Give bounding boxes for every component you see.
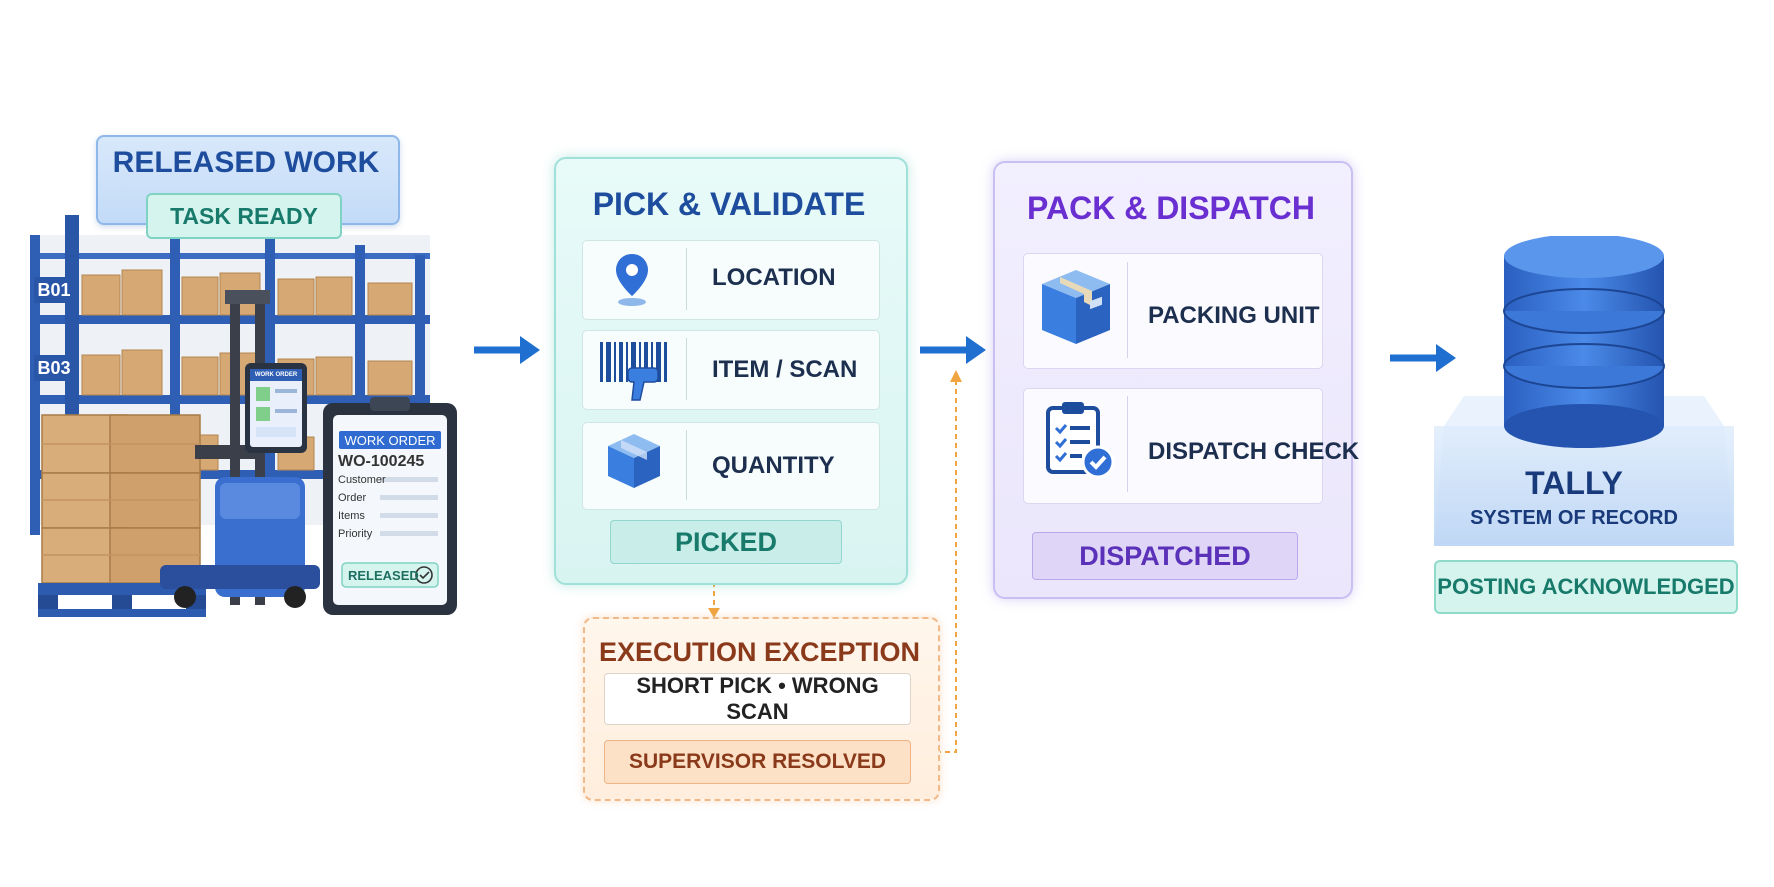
released-work-title: RELEASED WORK xyxy=(112,146,380,179)
wo-field-customer: Customer xyxy=(338,474,386,486)
picked-badge: PICKED xyxy=(610,520,842,564)
box-icon xyxy=(608,434,660,488)
cardboard-boxes-icon xyxy=(41,414,201,584)
tally-subtitle: SYSTEM OF RECORD xyxy=(1470,506,1678,529)
pack-row-dispatch-check-label: DISPATCH CHECK xyxy=(1148,438,1360,465)
tally-database-icon xyxy=(1434,236,1734,546)
package-icon xyxy=(1042,270,1110,344)
exception-reasons: SHORT PICK • WRONG SCAN xyxy=(604,673,911,725)
rack-label-b03: B03 xyxy=(37,357,71,378)
wo-field-items: Items xyxy=(338,510,365,522)
flow-arrow-2 xyxy=(920,336,986,364)
work-order-clipboard-icon xyxy=(323,397,457,615)
pack-dispatch-panel xyxy=(993,161,1353,599)
rack-label-b01: B01 xyxy=(37,279,71,300)
wo-field-order: Order xyxy=(338,492,367,504)
wo-field-priority: Priority xyxy=(338,528,373,540)
pack-dispatch-title: PACK & DISPATCH xyxy=(1027,189,1315,226)
pick-row-item-scan-label: ITEM / SCAN xyxy=(712,356,858,383)
tally-title: TALLY xyxy=(1525,464,1623,501)
location-pin-icon xyxy=(616,254,648,306)
clipboard-header: WORK ORDER xyxy=(344,432,436,448)
flow-arrow-1 xyxy=(474,336,540,364)
supervisor-resolved-badge: SUPERVISOR RESOLVED xyxy=(604,740,911,784)
tablet-header: WORK ORDER xyxy=(254,372,298,378)
tablet-icon xyxy=(245,363,307,453)
work-order-status: RELEASED xyxy=(348,568,419,583)
exception-connector xyxy=(708,370,962,753)
warehouse-illustration xyxy=(30,215,457,617)
pack-row-packing-unit-label: PACKING UNIT xyxy=(1148,302,1320,329)
execution-exception-title: EXECUTION EXCEPTION xyxy=(598,636,921,667)
barcode-scanner-icon xyxy=(600,342,667,401)
pick-row-location-label: LOCATION xyxy=(712,264,836,291)
flow-arrow-3 xyxy=(1390,344,1456,372)
pick-validate-title: PICK & VALIDATE xyxy=(592,185,866,222)
dispatched-badge: DISPATCHED xyxy=(1032,532,1298,580)
pick-row-quantity-label: QUANTITY xyxy=(712,452,835,479)
posting-acknowledged-badge: POSTING ACKNOWLEDGED xyxy=(1434,560,1738,614)
task-ready-badge: TASK READY xyxy=(146,193,342,239)
clipboard-check-icon xyxy=(1046,402,1115,479)
work-order-number: WO-100245 xyxy=(338,453,425,470)
